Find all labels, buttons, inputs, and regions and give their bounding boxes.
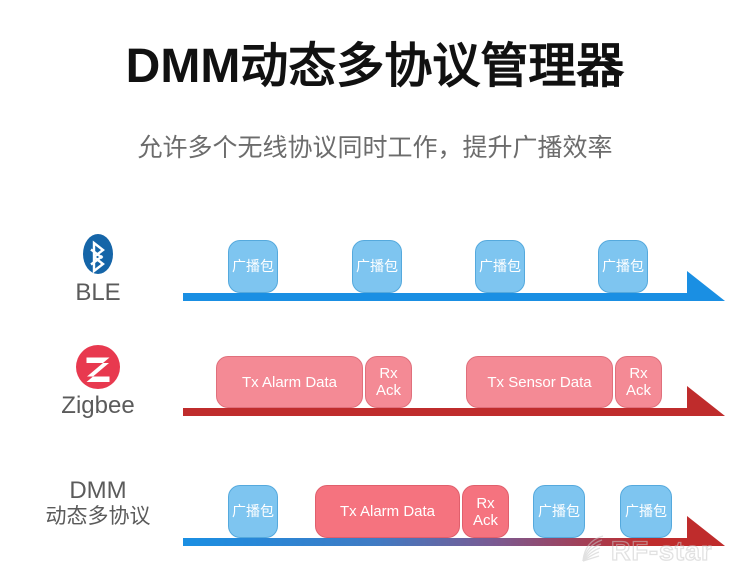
row-label-ble: BLE [18, 233, 178, 306]
timeline-bar-zigbee [183, 408, 687, 416]
timeline-dmm [183, 516, 725, 546]
zigbee-icon [76, 345, 120, 389]
protocol-row-dmm: DMM 动态多协议 广播包 Tx Alarm Data Rx Ack 广播包 广… [0, 470, 750, 565]
timeline-zigbee [183, 386, 725, 416]
row-label-zigbee-text: Zigbee [61, 392, 135, 419]
timeline-bar-dmm [183, 538, 687, 546]
packet-zigbee-rx-ack-2[interactable]: Rx Ack [615, 356, 662, 408]
row-label-dmm-text: DMM [69, 477, 127, 504]
row-label-zigbee: Zigbee [18, 344, 178, 419]
row-label-dmm: DMM 动态多协议 [18, 478, 178, 529]
timeline-bar-ble [183, 293, 687, 301]
packet-zigbee-tx-alarm[interactable]: Tx Alarm Data [216, 356, 363, 408]
row-label-dmm-subtext: 动态多协议 [45, 505, 151, 528]
timeline-arrowhead-dmm [687, 516, 725, 546]
timeline-ble [183, 271, 725, 301]
protocol-row-ble: BLE 广播包 广播包 广播包 广播包 [0, 225, 750, 320]
packet-dmm-ble-2[interactable]: 广播包 [533, 485, 585, 538]
page-title: DMM动态多协议管理器 [125, 40, 625, 93]
bluetooth-icon [83, 234, 113, 274]
row-label-ble-text: BLE [75, 279, 121, 306]
timeline-arrowhead-zigbee [687, 386, 725, 416]
protocol-row-zigbee: Zigbee Tx Alarm Data Rx Ack Tx Sensor Da… [0, 340, 750, 440]
packet-dmm-tx-alarm[interactable]: Tx Alarm Data [315, 485, 460, 538]
packet-zigbee-tx-sensor[interactable]: Tx Sensor Data [466, 356, 613, 408]
page-subtitle: 允许多个无线协议同时工作，提升广播效率 [137, 134, 613, 162]
packet-dmm-rx-ack[interactable]: Rx Ack [462, 485, 509, 538]
packet-dmm-ble-1[interactable]: 广播包 [228, 485, 278, 538]
packet-ble-3[interactable]: 广播包 [475, 240, 525, 293]
packet-ble-1[interactable]: 广播包 [228, 240, 278, 293]
packet-ble-2[interactable]: 广播包 [352, 240, 402, 293]
packet-ble-4[interactable]: 广播包 [598, 240, 648, 293]
packet-dmm-ble-3[interactable]: 广播包 [620, 485, 672, 538]
timeline-arrowhead-ble [687, 271, 725, 301]
packet-zigbee-rx-ack-1[interactable]: Rx Ack [365, 356, 412, 408]
